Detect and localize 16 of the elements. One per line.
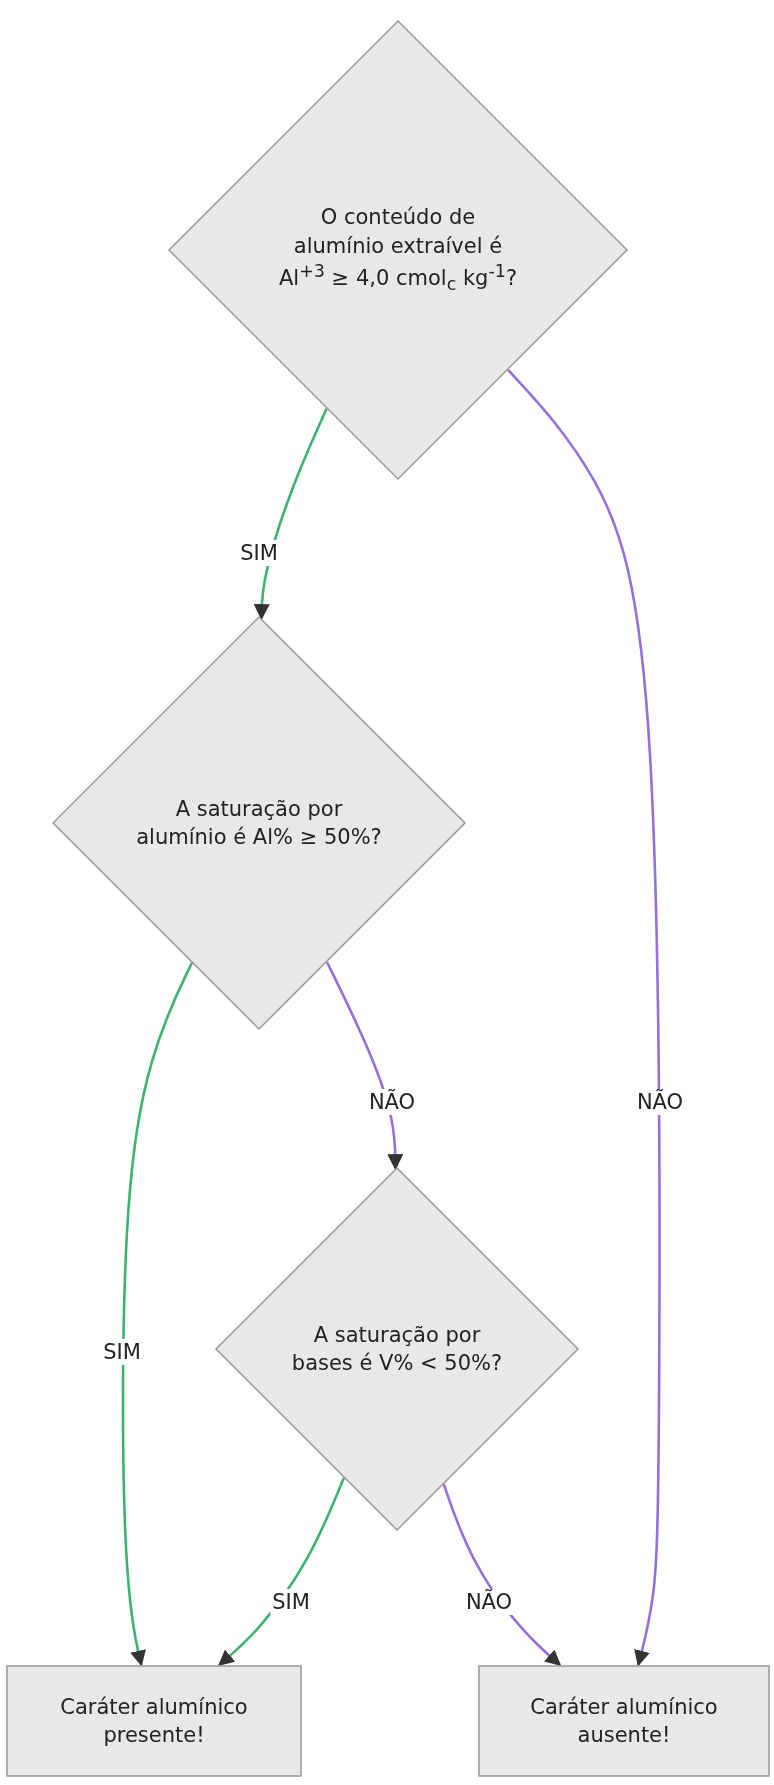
decision-diamond [215, 1167, 579, 1531]
arrow [218, 1477, 346, 1667]
decision-text: A saturação por bases é V% < 50%? [290, 1321, 504, 1377]
decision-text: O conteúdo de alumínio extraível é Al$^{+3}$ ≥ 4,0 cmol$_{c}$ kg$^{-1}$? [277, 204, 519, 297]
arrow [325, 961, 404, 1171]
arrow [253, 408, 328, 621]
arrow [507, 369, 661, 1667]
edge-label: SIM [238, 540, 280, 566]
process-box [478, 1665, 770, 1777]
decision-diamond [52, 616, 466, 1030]
process-box [6, 1665, 302, 1777]
decision-text: A saturação por alumínio é Al% ≥ 50%? [135, 795, 383, 851]
result-text: Caráter alumínico presente! [59, 1693, 249, 1749]
result-text: Caráter alumínico ausente! [529, 1693, 719, 1749]
decision-diamond [168, 20, 628, 480]
arrow [121, 962, 194, 1667]
